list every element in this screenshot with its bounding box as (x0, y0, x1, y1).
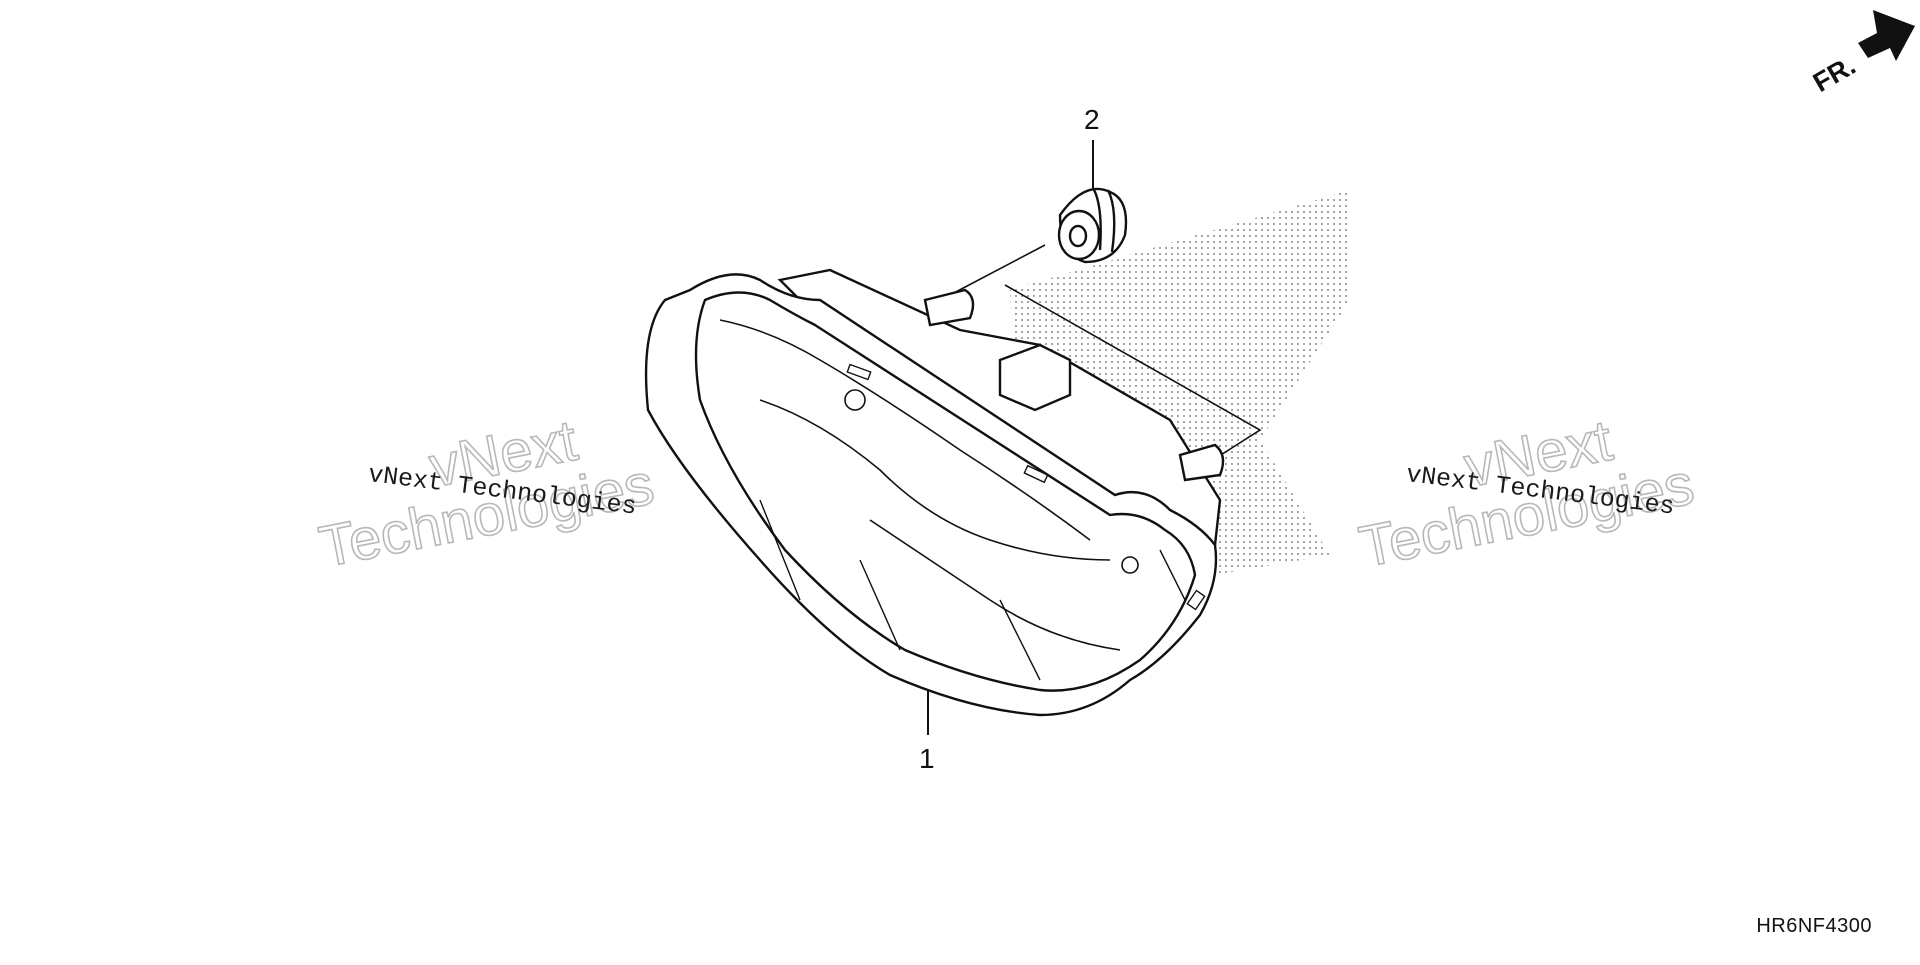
leader-lines (927, 140, 1094, 735)
grommet-icon (1057, 187, 1128, 264)
guide-lines (949, 244, 1262, 466)
callout-1: 1 (919, 743, 935, 774)
diagram-code: HR6NF4300 (1756, 915, 1872, 937)
callout-2: 2 (1084, 104, 1100, 135)
front-arrow-icon (1858, 10, 1915, 61)
headlight-icon (644, 268, 1225, 717)
